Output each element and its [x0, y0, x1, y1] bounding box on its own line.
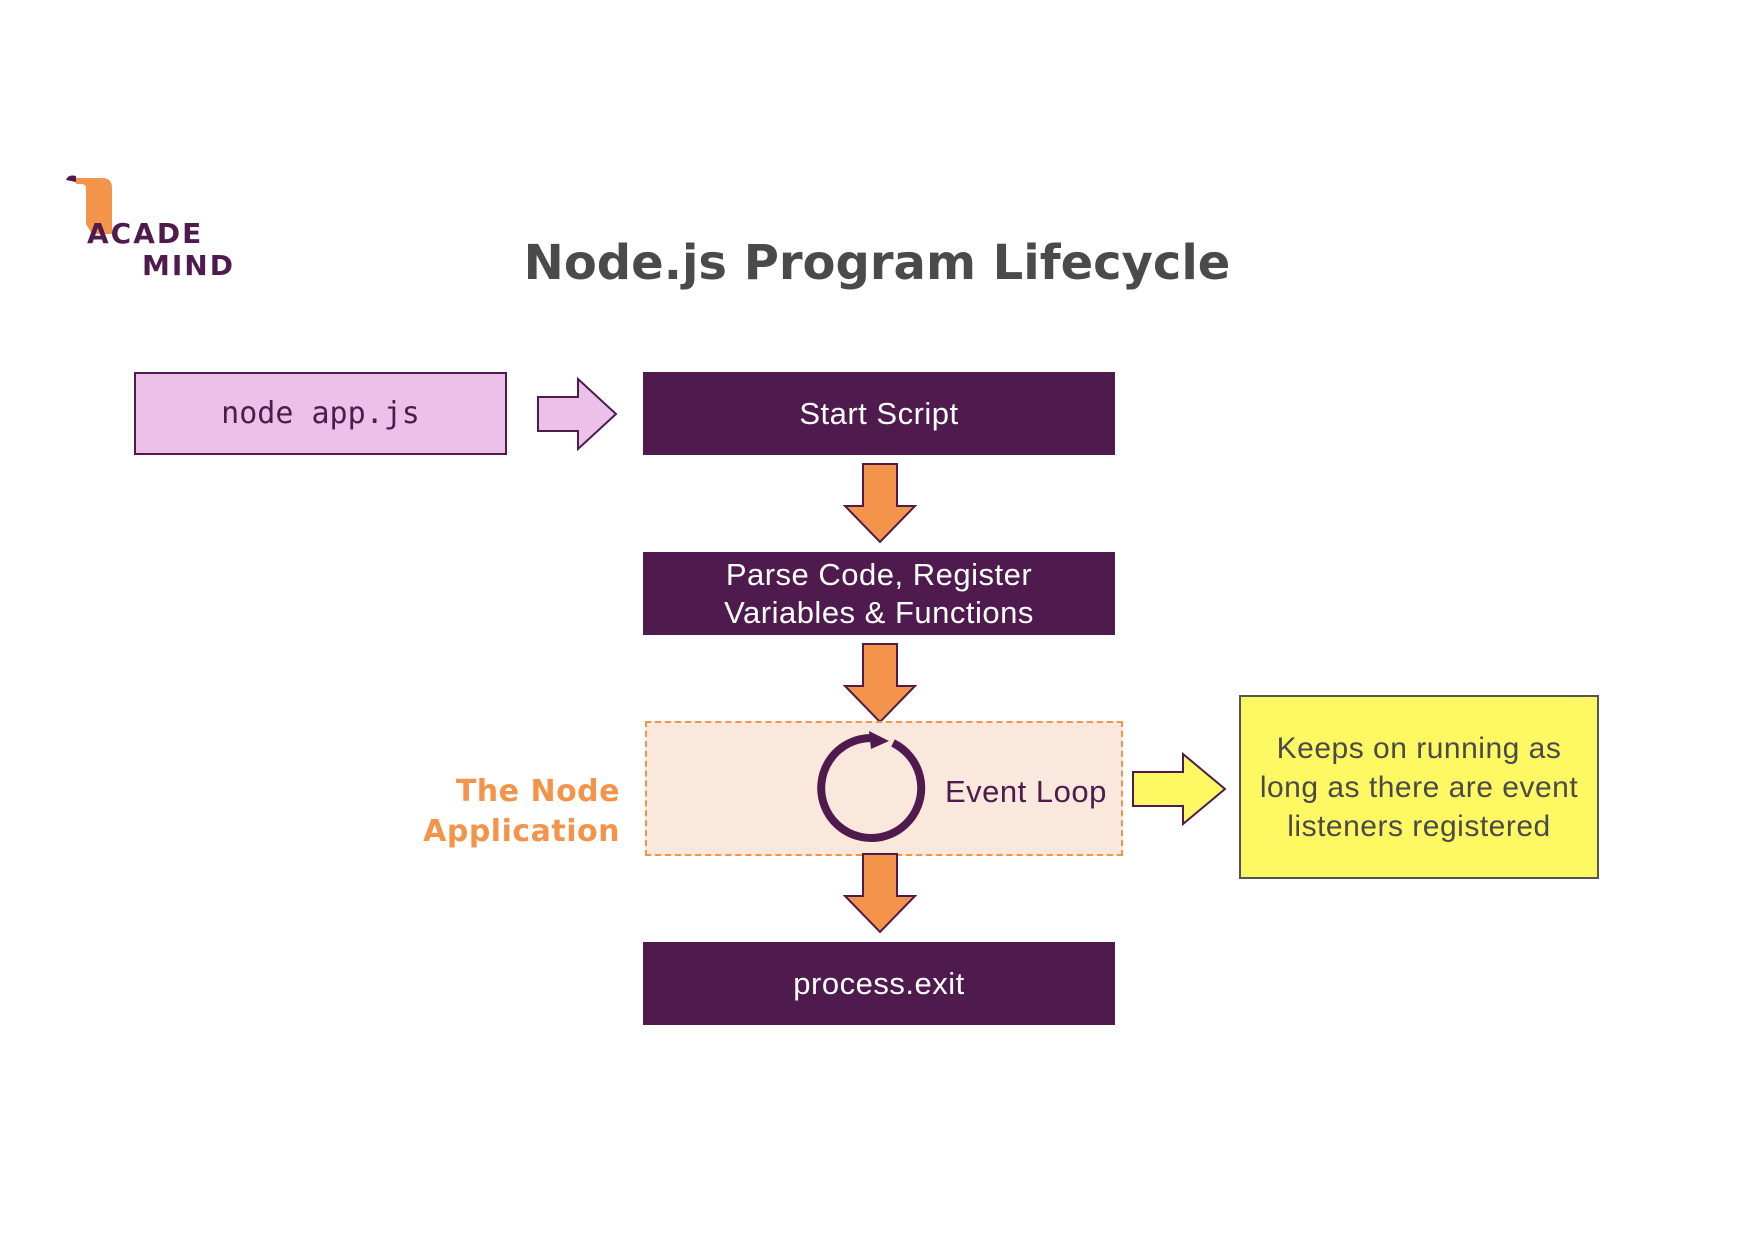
arrow-down-icon — [842, 463, 918, 544]
arrow-down-icon — [842, 853, 918, 934]
parse-code-box: Parse Code, Register Variables & Functio… — [643, 552, 1115, 635]
logo-text-line1: ACADE — [87, 217, 204, 250]
arrow-right-icon — [1132, 751, 1227, 827]
academind-logo: ACADE MIND — [62, 174, 242, 284]
node-application-label: The Node Application — [423, 774, 620, 849]
circular-arrow-icon — [817, 731, 926, 842]
academind-logo-icon — [66, 175, 112, 234]
process-exit-box: process.exit — [643, 942, 1115, 1025]
arrow-right-icon — [537, 376, 618, 452]
command-box: node app.js — [134, 372, 507, 455]
event-loop-label: Event Loop — [945, 774, 1107, 809]
diagram-title: Node.js Program Lifecycle — [523, 235, 1231, 291]
start-script-box: Start Script — [643, 372, 1115, 455]
note-box: Keeps on running as long as there are ev… — [1239, 695, 1599, 879]
logo-text-line2: MIND — [142, 249, 235, 282]
arrow-down-icon — [842, 643, 918, 724]
